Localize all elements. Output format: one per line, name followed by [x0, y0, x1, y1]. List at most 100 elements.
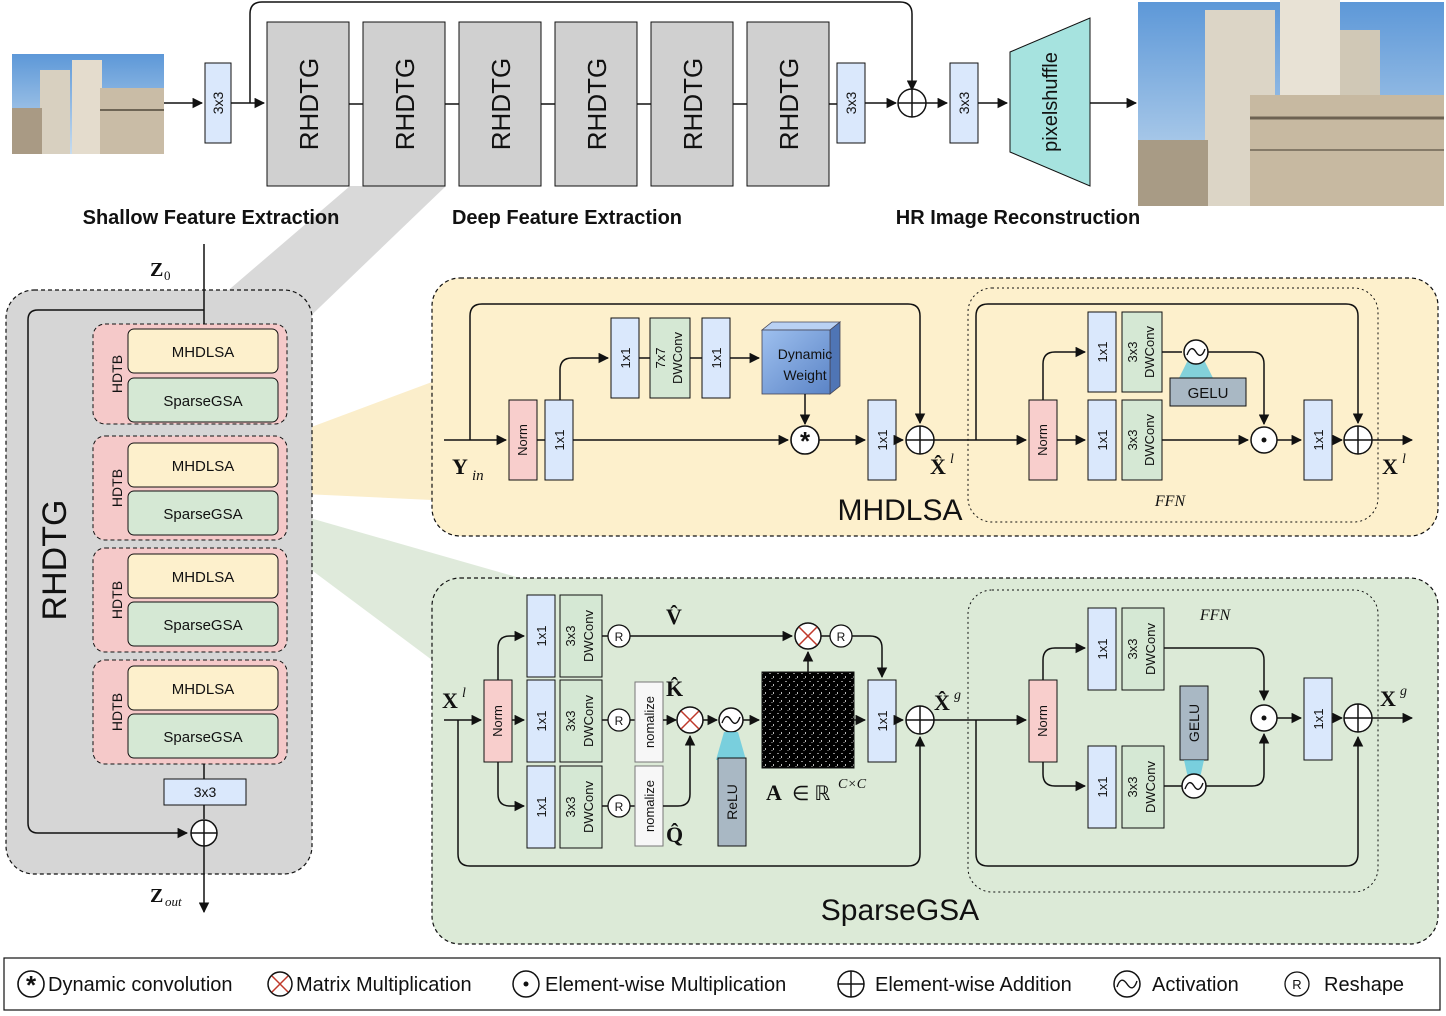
deep-conv-label: 3x3 [843, 92, 859, 115]
dynamic-weight-label-2: Weight [783, 367, 826, 383]
sparse-attention-map [761, 671, 855, 769]
x-l-in-superscript: l [462, 686, 466, 701]
mhdlsa-ffn-region [967, 287, 1379, 523]
relu-block [717, 757, 747, 847]
sparsegsa-ffn-region [967, 589, 1379, 893]
conv1x1-label: 1x1 [875, 430, 890, 451]
rhdtg-block-label: RHDTG [486, 58, 516, 150]
matrix-multiplication-icon [794, 622, 822, 650]
z0-label: Z [150, 259, 163, 281]
rhdtg-chain: RHDTG RHDTG RHDTG RHDTG RHDTG RHDTG [266, 21, 830, 187]
recon-conv-3x3 [949, 62, 979, 144]
mhdlsa-block [127, 665, 279, 711]
reshape-icon: R [1284, 971, 1310, 997]
conv1x1-label: 1x1 [1095, 777, 1110, 798]
x-l-out-superscript: l [1402, 452, 1406, 467]
addition-icon [1343, 703, 1373, 733]
mhdlsa-panel-title: MHDLSA [837, 494, 962, 527]
dwconv-size-label: 3x3 [1125, 777, 1140, 798]
conv1x1-label: 1x1 [534, 626, 549, 647]
reshape-glyph: R [1292, 977, 1301, 992]
legend-label: Reshape [1324, 974, 1404, 996]
sparsegsa-ffn-skip [975, 720, 1364, 867]
svg-text:*: * [800, 426, 811, 456]
reshape-glyph: R [837, 630, 846, 644]
k-dwconv [559, 679, 603, 763]
q-dwconv [559, 765, 603, 849]
dwconv7-type-label: DWConv [670, 332, 685, 385]
xhat-l-label: X̂ [930, 454, 946, 479]
x-g-out-label: X [1380, 686, 1396, 711]
hdtb-label: HDTB [109, 581, 125, 619]
addition-icon [1343, 425, 1373, 455]
attention-in-label: ∈ ℝ [792, 783, 830, 805]
reshape-icon: R [607, 794, 631, 818]
addition-icon [190, 819, 218, 847]
conv1x1-label: 1x1 [1311, 430, 1326, 451]
sparsegsa-block [127, 601, 279, 647]
legend-box [3, 957, 1441, 1011]
k-normalize [634, 681, 664, 763]
conv1x1-label: 1x1 [1095, 639, 1110, 660]
x-l-out-label: X [1382, 454, 1398, 479]
dwconv-type-label: DWConv [581, 610, 596, 663]
deep-section-label: Deep Feature Extraction [452, 207, 682, 229]
mhdlsa-gelu [1169, 377, 1247, 407]
relu-label: ReLU [724, 784, 740, 820]
rhdtg-conv-3x3 [163, 778, 247, 806]
reshape-glyph: R [615, 800, 624, 814]
pixelshuffle-label: pixelshuffle [1040, 52, 1062, 152]
svg-text:*: * [26, 970, 37, 1000]
attention-dim-superscript: C×C [838, 777, 867, 792]
dwconv-type-label: DWConv [1143, 761, 1158, 814]
shallow-conv-label: 3x3 [210, 92, 226, 115]
q-hat-label: Q̂ [666, 822, 683, 847]
zout-label: Z [150, 885, 163, 907]
gelu-label: GELU [1186, 704, 1202, 742]
sparsegsa-norm [483, 679, 513, 763]
ffn-conv1x1-top [1087, 607, 1117, 691]
conv1x1-label: 1x1 [875, 711, 890, 732]
rhdtg-block-label: RHDTG [774, 58, 804, 150]
rhdtg-block-label: RHDTG [294, 58, 324, 150]
rhdtg-block [650, 21, 734, 187]
matrix-multiplication-icon [267, 971, 293, 997]
sparsegsa-skip [457, 720, 926, 867]
rhdtg-block [554, 21, 638, 187]
v-hat-label: V̂ [666, 604, 682, 629]
mhdlsa-block [127, 553, 279, 599]
hdtb-block: HDTB MHDLSA SparseGSA [92, 659, 288, 765]
mhdlsa-label: MHDLSA [172, 569, 235, 586]
dynamic-weight-cube: Dynamic Weight [760, 321, 842, 395]
ffn-conv1x1-bottom [1087, 745, 1117, 829]
mhdlsa-norm-label: Norm [515, 424, 530, 456]
mhdlsa-label: MHDLSA [172, 681, 235, 698]
ffn-dwconv-bottom [1121, 745, 1165, 829]
sparsegsa-norm-label: Norm [490, 705, 505, 737]
dwconv-type-label: DWConv [581, 781, 596, 834]
reshape-icon: R [829, 624, 853, 648]
z0-subscript: 0 [164, 268, 171, 283]
y-in-subscript: in [472, 468, 484, 484]
dwconv-size-label: 3x3 [1125, 342, 1140, 363]
legend-label: Activation [1152, 974, 1239, 996]
dwconv7-size-label: 7x7 [653, 348, 668, 369]
hdtb-label: HDTB [109, 693, 125, 731]
sparsegsa-conv1x1-out [867, 679, 897, 763]
conv1x1-label: 1x1 [534, 797, 549, 818]
activation-icon [1113, 970, 1141, 998]
reshape-glyph: R [615, 630, 624, 644]
recon-conv-label: 3x3 [956, 92, 972, 115]
dwconv-type-label: DWConv [1143, 623, 1158, 676]
ffn-norm-label: Norm [1035, 705, 1050, 737]
activation-icon [1183, 339, 1209, 365]
mhdlsa-label: MHDLSA [172, 458, 235, 475]
shallow-section-label: Shallow Feature Extraction [83, 207, 340, 229]
matrix-multiplication-icon [676, 706, 704, 734]
mhdlsa-block [127, 442, 279, 488]
hdtb-block: HDTB MHDLSA SparseGSA [92, 547, 288, 653]
ffn-conv1x1-bottom [1087, 399, 1117, 481]
normalize-label: nomalize [642, 780, 657, 832]
y-in-label: Y [452, 454, 468, 479]
